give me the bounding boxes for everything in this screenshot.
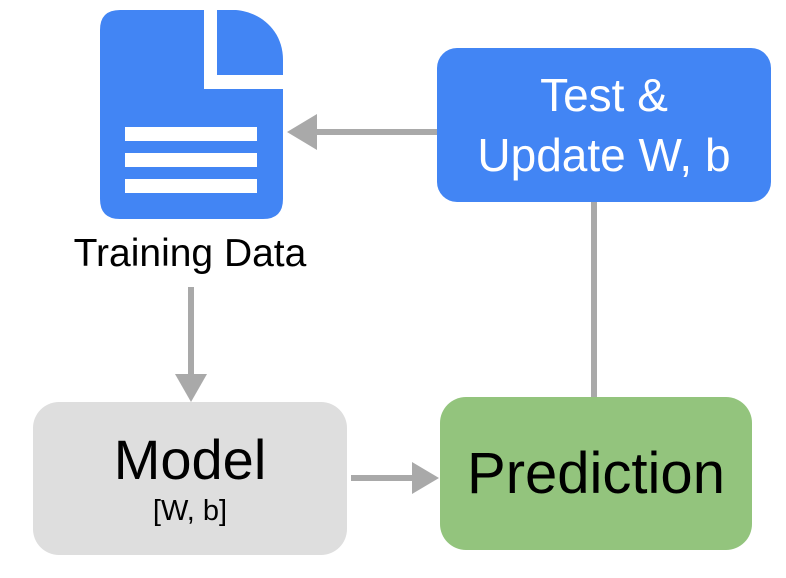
document-text-line [125,127,257,141]
test-update-label: Test & Update W, b [477,69,731,181]
model-sublabel: [W, b] [152,494,228,527]
prediction-label: Prediction [467,440,725,506]
edge-testupdate-to-trainingdata [287,114,437,150]
model-label: Model [113,427,267,491]
node-prediction: Prediction [440,397,752,550]
document-fold [217,10,283,75]
node-model: Model [W, b] [33,402,347,555]
arrowhead-right-icon [412,462,439,494]
edge-line [312,129,437,135]
arrowhead-down-icon [175,374,207,402]
arrowhead-left-icon [287,114,317,150]
edge-line [591,202,597,397]
edge-line [188,287,194,377]
edge-model-to-prediction [351,462,439,494]
node-training-data [100,10,283,219]
document-text-line [125,179,257,193]
edge-line [351,475,413,481]
training-data-label: Training Data [73,232,307,275]
edge-trainingdata-to-model [175,287,207,402]
document-text-line [125,153,257,167]
node-test-update: Test & Update W, b [437,48,771,202]
edge-prediction-to-testupdate [591,202,597,397]
document-icon [100,10,283,219]
